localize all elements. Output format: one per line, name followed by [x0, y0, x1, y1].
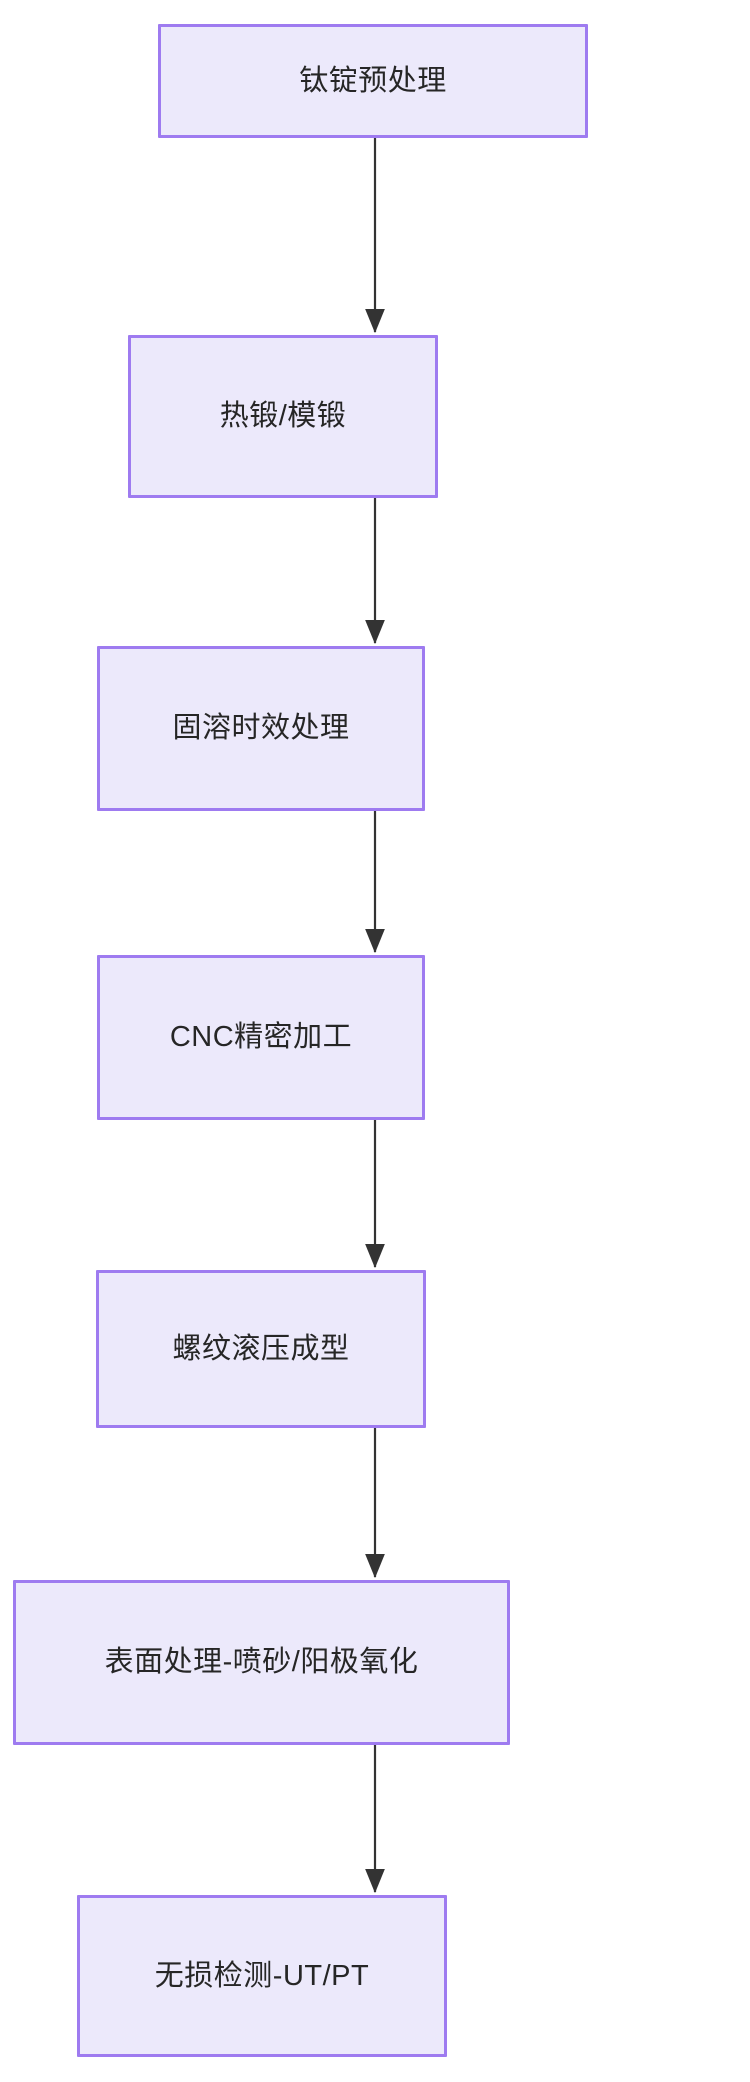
flow-node-titanium-ingot-pretreatment[interactable]: 钛锭预处理 [158, 24, 588, 138]
flow-node-label: 热锻/模锻 [219, 400, 347, 433]
flow-node-cnc-precision-machining[interactable]: CNC精密加工 [97, 955, 425, 1120]
flow-node-thread-rolling-forming[interactable]: 螺纹滚压成型 [96, 1270, 426, 1428]
flow-node-nondestructive-testing[interactable]: 无损检测-UT/PT [77, 1895, 447, 2057]
flow-node-label: CNC精密加工 [169, 1021, 353, 1054]
flow-node-label: 表面处理-喷砂/阳极氧化 [104, 1646, 419, 1679]
flow-node-label: 无损检测-UT/PT [154, 1959, 370, 1992]
flow-node-surface-treatment[interactable]: 表面处理-喷砂/阳极氧化 [13, 1580, 510, 1745]
flow-node-label: 钛锭预处理 [299, 64, 447, 97]
flow-node-label: 固溶时效处理 [172, 712, 350, 745]
flow-node-label: 螺纹滚压成型 [172, 1332, 350, 1365]
flow-node-solution-aging-treatment[interactable]: 固溶时效处理 [97, 646, 425, 811]
flow-node-hot-forging-die-forging[interactable]: 热锻/模锻 [128, 335, 438, 498]
